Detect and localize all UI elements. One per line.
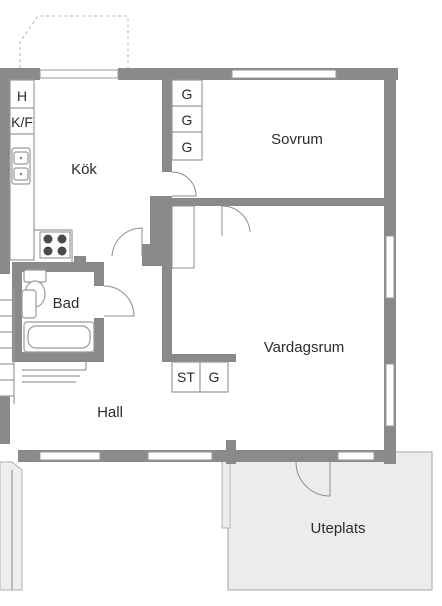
room-label-sovrum: Sovrum <box>271 131 323 148</box>
wall-bath-bottom <box>12 352 104 362</box>
closet-label-g3: G <box>182 139 193 155</box>
wall-kitchen-bedroom <box>162 80 172 172</box>
bedroom-wardrobes <box>171 79 203 161</box>
closet-label-g4: G <box>209 369 220 385</box>
door-kitchen-bedroom <box>171 171 197 197</box>
stairs <box>0 290 15 404</box>
closet-label-h: H <box>17 88 27 104</box>
wall-bedroom-bottom <box>168 198 390 206</box>
hall-steps <box>22 362 87 383</box>
door-bedroom-living <box>221 205 251 236</box>
wall-left-lower <box>0 396 10 444</box>
entry-porch <box>0 461 23 591</box>
living-closets <box>171 361 229 393</box>
wall-bath-right-low <box>94 318 104 362</box>
kitchen-stove <box>39 231 71 259</box>
wall-closets-top <box>162 354 230 362</box>
window-living-right-2 <box>385 363 395 427</box>
wall-bath-left <box>12 262 22 358</box>
bath-sink <box>21 289 37 319</box>
wall-bath-right <box>94 262 104 286</box>
room-label-kok: Kök <box>71 161 97 178</box>
window-bedroom-top <box>231 69 337 79</box>
wall-living-left-top <box>150 196 172 244</box>
wall-bath-top <box>12 262 104 272</box>
terrace-step <box>221 459 231 529</box>
closet-label-g2: G <box>182 112 193 128</box>
window-hall-bottom-2 <box>147 451 213 461</box>
wall-left <box>0 68 10 274</box>
canopy-outline <box>19 15 129 68</box>
wall-bottom-stub <box>226 440 236 464</box>
room-label-uteplats: Uteplats <box>310 520 365 537</box>
room-label-vardagsrum: Vardagsrum <box>264 339 345 356</box>
window-living-right-1 <box>385 235 395 299</box>
room-label-bad: Bad <box>53 295 80 312</box>
door-bathroom <box>103 285 135 317</box>
room-label-hall: Hall <box>97 404 123 421</box>
kitchen-sink <box>11 147 31 185</box>
window-kitchen-top <box>39 69 119 79</box>
wall-closets-right <box>228 354 236 362</box>
living-divider-panel <box>171 205 195 269</box>
bathtub <box>23 321 95 353</box>
door-terrace <box>295 461 331 497</box>
door-kitchen-hall <box>111 227 143 257</box>
window-hall-bottom-1 <box>39 451 101 461</box>
closet-label-st: ST <box>177 369 195 385</box>
wall-living-left <box>162 244 172 360</box>
window-living-bottom <box>337 451 375 461</box>
closet-label-kf: K/F <box>11 114 33 130</box>
closet-label-g1: G <box>182 86 193 102</box>
